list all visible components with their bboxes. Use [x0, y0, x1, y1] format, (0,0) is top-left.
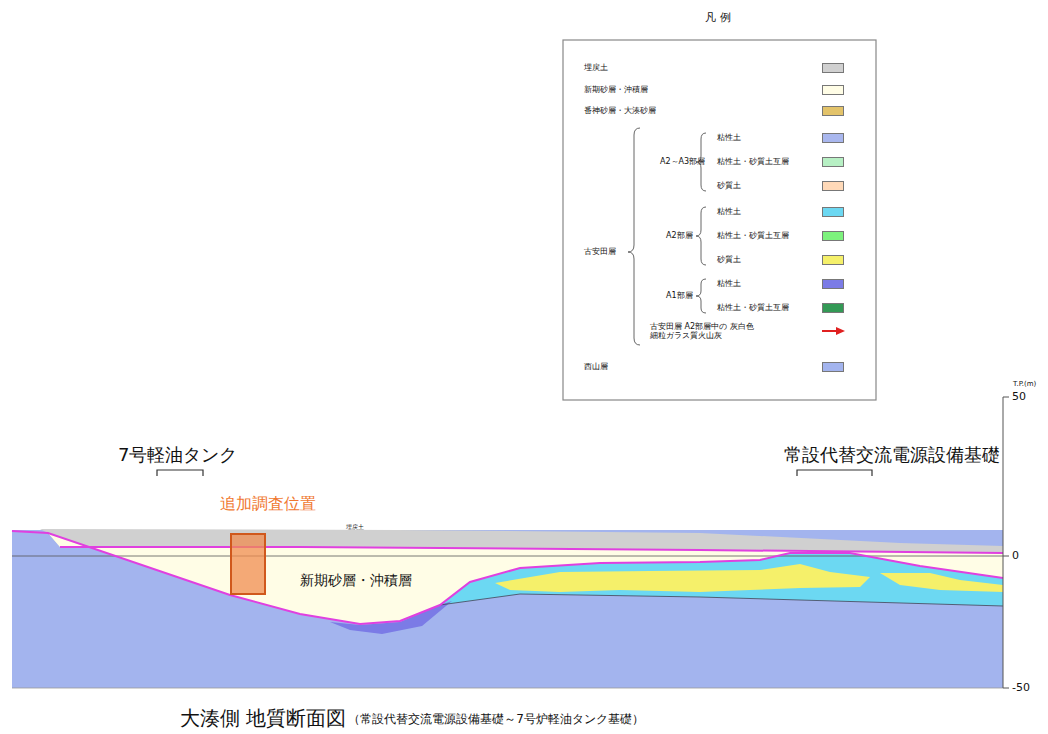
legend-frame: [563, 40, 876, 400]
legend-swatch: [822, 181, 844, 191]
legend-text: 西山層: [584, 362, 608, 371]
legend-text: 砂質土: [717, 255, 741, 264]
legend-text: 新期砂層・沖積層: [584, 85, 648, 94]
survey-location-box: 追加調査位置: [230, 533, 266, 595]
legend-swatch: [822, 207, 844, 217]
legend-text: 粘性土: [717, 133, 741, 142]
structure-label: 7号軽油タンク: [118, 445, 237, 466]
legend-braces: [628, 128, 706, 345]
axis-tick: 50: [1012, 391, 1026, 404]
member-name: A2部層: [666, 231, 693, 240]
legend-text: 古安田層 A2部層中の 灰白色細粒ガラス質火山灰: [650, 322, 760, 340]
legend-text: 粘性土・砂質土互層: [717, 157, 789, 166]
formation-name: 古安田層: [584, 247, 616, 256]
member-name: A2～A3部層: [660, 157, 705, 166]
legend-swatch: [822, 279, 844, 289]
legend-swatch: [822, 106, 844, 116]
legend-swatch: [822, 133, 844, 143]
axis-tick: 0: [1012, 550, 1019, 563]
legend-text: 粘性土: [717, 279, 741, 288]
legend-title: 凡 例: [705, 12, 731, 25]
layer-label: 埋戻土: [346, 524, 364, 531]
legend-swatch: [822, 85, 844, 95]
elevation-axis: [1003, 397, 1009, 688]
legend-swatch: [822, 63, 844, 73]
layer-label: 新期砂層・沖積層: [300, 572, 412, 588]
legend-text: 番神砂層・大湊砂層: [584, 106, 656, 115]
geologic-section: [12, 529, 1003, 688]
axis-unit: T.P.(m): [1013, 380, 1036, 388]
legend-swatch: [822, 231, 844, 241]
legend-text: 粘性土・砂質土互層: [717, 303, 789, 312]
legend-swatch: [822, 303, 844, 313]
axis-tick: -50: [1012, 682, 1030, 695]
legend-swatch: [822, 157, 844, 167]
legend-arrow: [822, 327, 845, 335]
member-name: A1部層: [666, 291, 693, 300]
structure-label: 常設代替交流電源設備基礎: [784, 445, 1000, 466]
extent-bracket: [157, 470, 872, 476]
survey-label: 追加調査位置: [220, 495, 316, 513]
legend-text: 粘性土・砂質土互層: [717, 231, 789, 240]
legend-swatch: [822, 255, 844, 265]
legend-swatch: [822, 362, 844, 372]
caption-note: （常設代替交流電源設備基礎～7号炉軽油タンク基礎）: [348, 713, 644, 727]
figure-caption: 大湊側 地質断面図: [180, 707, 346, 730]
legend-text: 埋戻土: [584, 63, 608, 72]
legend-text: 粘性土: [717, 207, 741, 216]
legend-text: 砂質土: [717, 181, 741, 190]
